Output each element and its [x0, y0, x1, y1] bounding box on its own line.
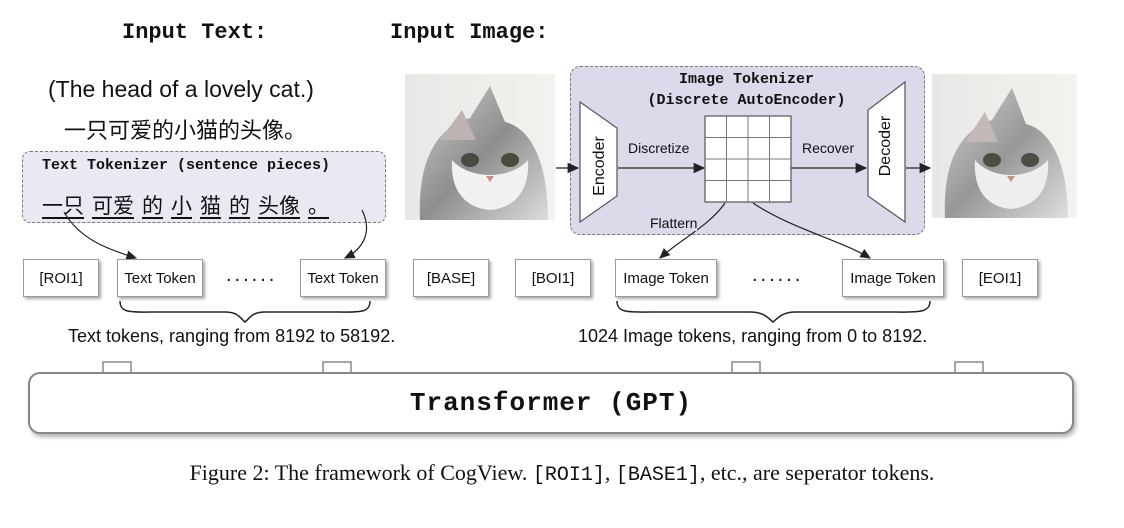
text-tokenizer-segments: 一只可爱的小猫的头像。 [42, 190, 337, 220]
input-image-heading: Input Image: [390, 20, 549, 45]
image-token-last: Image Token [842, 259, 944, 297]
input-cat-image [405, 74, 555, 220]
text-token-last: Text Token [300, 259, 386, 297]
image-token-ellipsis: ...... [752, 264, 804, 286]
token-roi1: [ROI1] [23, 259, 99, 297]
segment: 的 [142, 194, 163, 218]
text-token-range: Text tokens, ranging from 8192 to 58192. [68, 326, 396, 346]
encoder-label-wrap: Encoder [586, 136, 614, 196]
decoder-shape [867, 80, 906, 224]
figure-caption: Figure 2: The framework of CogView. [ROI… [0, 460, 1124, 487]
segment: 一只 [42, 194, 84, 218]
encoder-shape [579, 100, 618, 224]
flatten-label: Flattern [650, 215, 698, 231]
caption-text: , etc., are seperator tokens. [699, 460, 935, 485]
image-token-first: Image Token [615, 259, 717, 297]
decoder-label: Decoder [877, 115, 895, 177]
token-grid [704, 115, 792, 203]
token-eoi1: [EOI1] [962, 259, 1038, 297]
image-tokenizer-subtitle: (Discrete AutoEncoder) [647, 92, 846, 109]
text-token-first: Text Token [117, 259, 203, 297]
segment: 猫 [200, 194, 221, 218]
output-cat-image [932, 74, 1077, 218]
transformer-block: Transformer (GPT) [28, 372, 1074, 434]
segment: 。 [308, 194, 329, 218]
image-token-brace [616, 300, 931, 323]
caption-code-roi1: [ROI1] [532, 464, 605, 487]
text-token-ellipsis: ...... [226, 264, 278, 286]
token-boi1: [BOI1] [515, 259, 591, 297]
text-token-brace [119, 300, 371, 323]
segment: 可爱 [92, 194, 134, 218]
decoder-label-wrap: Decoder [872, 116, 900, 176]
text-tokenizer-title: Text Tokenizer (sentence pieces) [42, 157, 331, 174]
caption-code-base1: [BASE1] [615, 464, 700, 487]
segment: 头像 [258, 194, 300, 218]
token-base: [BASE] [413, 259, 489, 297]
image-token-range: 1024 Image tokens, ranging from 0 to 819… [578, 326, 928, 346]
image-tokenizer-title: Image Tokenizer [678, 71, 815, 88]
segment: 的 [229, 194, 250, 218]
input-text-english: (The head of a lovely cat.) [48, 76, 314, 102]
transformer-label: Transformer (GPT) [409, 388, 693, 418]
input-text-chinese: 一只可爱的小猫的头像。 [64, 119, 307, 144]
recover-label: Recover [802, 140, 855, 156]
caption-text: Figure 2: The framework of CogView. [189, 460, 533, 485]
text-tokenizer-box [22, 151, 386, 223]
discretize-label: Discretize [628, 140, 690, 156]
encoder-label: Encoder [591, 136, 608, 196]
input-text-heading: Input Text: [122, 20, 268, 45]
segment: 小 [171, 194, 192, 218]
caption-text: , [604, 460, 616, 485]
